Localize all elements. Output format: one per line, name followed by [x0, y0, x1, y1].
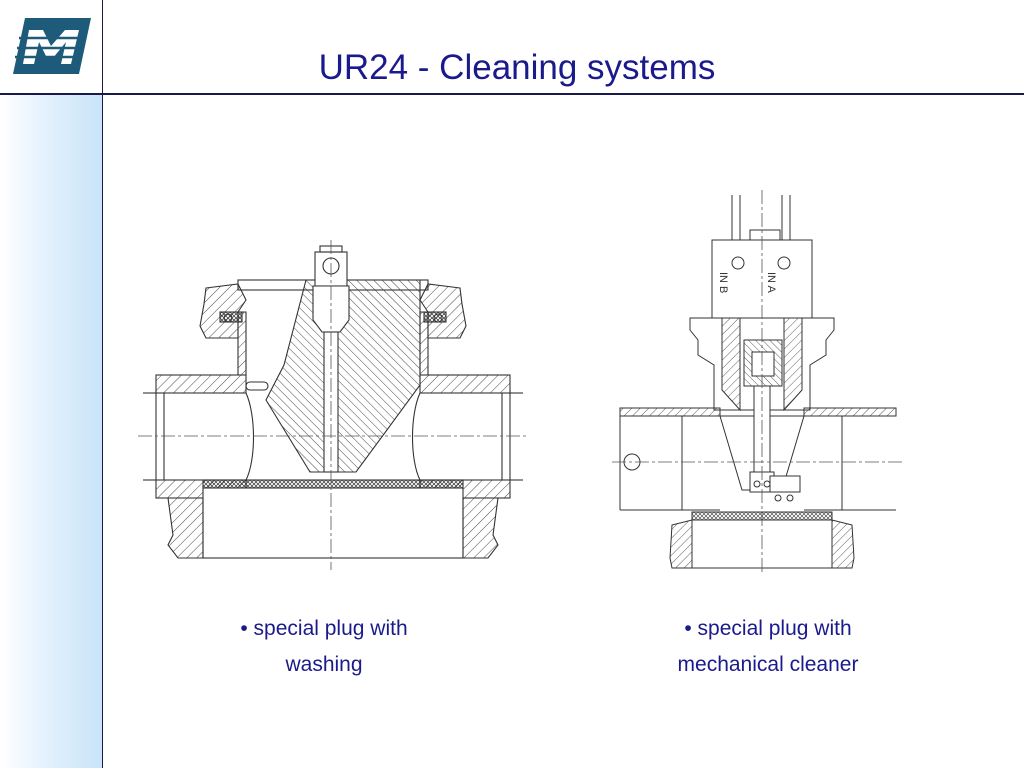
caption-mechanical-cleaner: • special plug with mechanical cleaner: [618, 611, 918, 683]
vertical-rule: [102, 0, 103, 768]
title-underline: [0, 93, 1024, 95]
caption-mechanical-line2: mechanical cleaner: [677, 653, 859, 676]
washing-plug-drawing: [138, 240, 528, 570]
label-in-a: IN A: [765, 272, 777, 293]
caption-washing-line1: • special plug with: [240, 617, 408, 640]
caption-mechanical-line1: • special plug with: [684, 617, 852, 640]
company-logo-icon: [13, 18, 91, 74]
caption-washing-line2: washing: [285, 653, 363, 676]
sidebar-gradient: [0, 0, 102, 768]
mechanical-cleaner-drawing: IN B IN A: [612, 190, 904, 575]
page-title: UR24 - Cleaning systems: [318, 48, 716, 87]
caption-washing: • special plug with washing: [174, 611, 474, 683]
label-in-b: IN B: [717, 272, 729, 293]
